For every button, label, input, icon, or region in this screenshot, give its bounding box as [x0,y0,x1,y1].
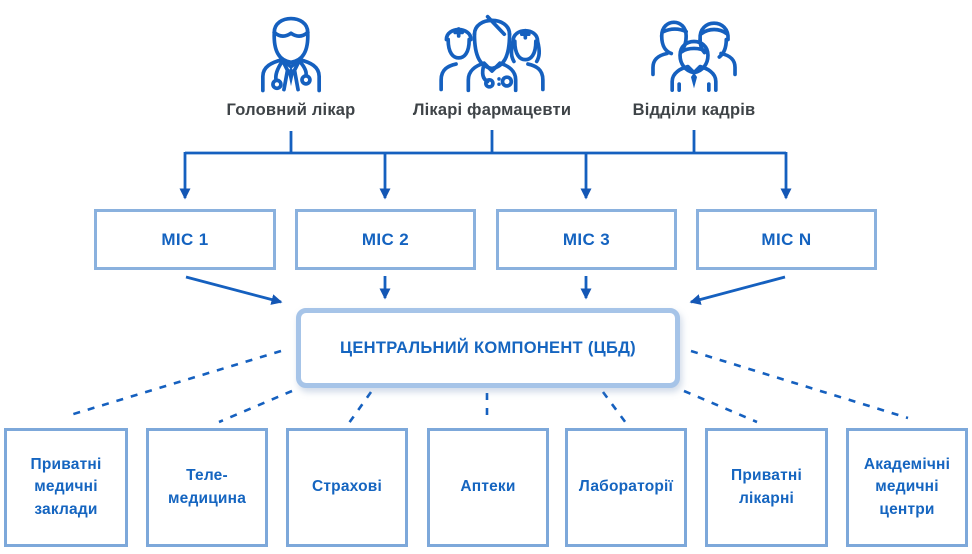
mis-box-3: МІС 3 [496,209,677,270]
consumer-label: Лабораторії [578,478,674,496]
mis-box-1: МІС 1 [94,209,276,270]
central-component-label: ЦЕНТРАЛЬНИЙ КОМПОНЕНТ (ЦБД) [340,338,636,357]
consumer-label: Аптеки [460,478,516,496]
consumer-box-private-medical-facilities: Приватні медичні заклади [4,428,128,547]
consumer-box-private-hospitals: Приватні лікарні [705,428,828,547]
mis-box-n: МІС N [696,209,877,270]
actor-label: Головний лікар [226,101,356,119]
solid-connectors [179,130,792,305]
consumer-label: Теле- медицина [167,467,247,507]
consumer-box-insurance: Страхові [286,428,408,547]
consumer-box-pharmacies: Аптеки [427,428,549,547]
actor-hr-departments: Відділи кадрів [584,4,804,120]
consumer-box-academic-medical-centers: Академічні медичні центри [846,428,968,547]
actor-doctors-pharmacists: Лікарі фармацевти [382,4,602,120]
consumer-box-telemedicine: Теле- медицина [146,428,268,547]
mis-box-2: МІС 2 [295,209,476,270]
actor-label: Лікарі фармацевти [412,101,572,119]
actor-label: Відділи кадрів [632,101,756,119]
consumer-label: Страхові [311,478,382,496]
consumer-label: Приватні медичні заклади [30,455,102,518]
doctors-pharmacists-icon [435,4,549,94]
consumer-label: Приватні лікарні [731,467,802,507]
hr-departments-icon [646,4,742,94]
mis-box-label: МІС 3 [562,229,611,249]
central-component-box: ЦЕНТРАЛЬНИЙ КОМПОНЕНТ (ЦБД) [296,308,680,388]
consumer-box-laboratories: Лабораторії [565,428,687,547]
actor-chief-doctor: Головний лікар [191,4,391,120]
consumer-label: Академічні медичні центри [863,455,951,518]
dashed-connectors [66,349,909,424]
mis-box-label: МІС 1 [161,229,209,249]
chief-doctor-icon [247,4,335,94]
mis-box-label: МІС 2 [361,229,410,249]
mis-box-label: МІС N [761,229,812,249]
